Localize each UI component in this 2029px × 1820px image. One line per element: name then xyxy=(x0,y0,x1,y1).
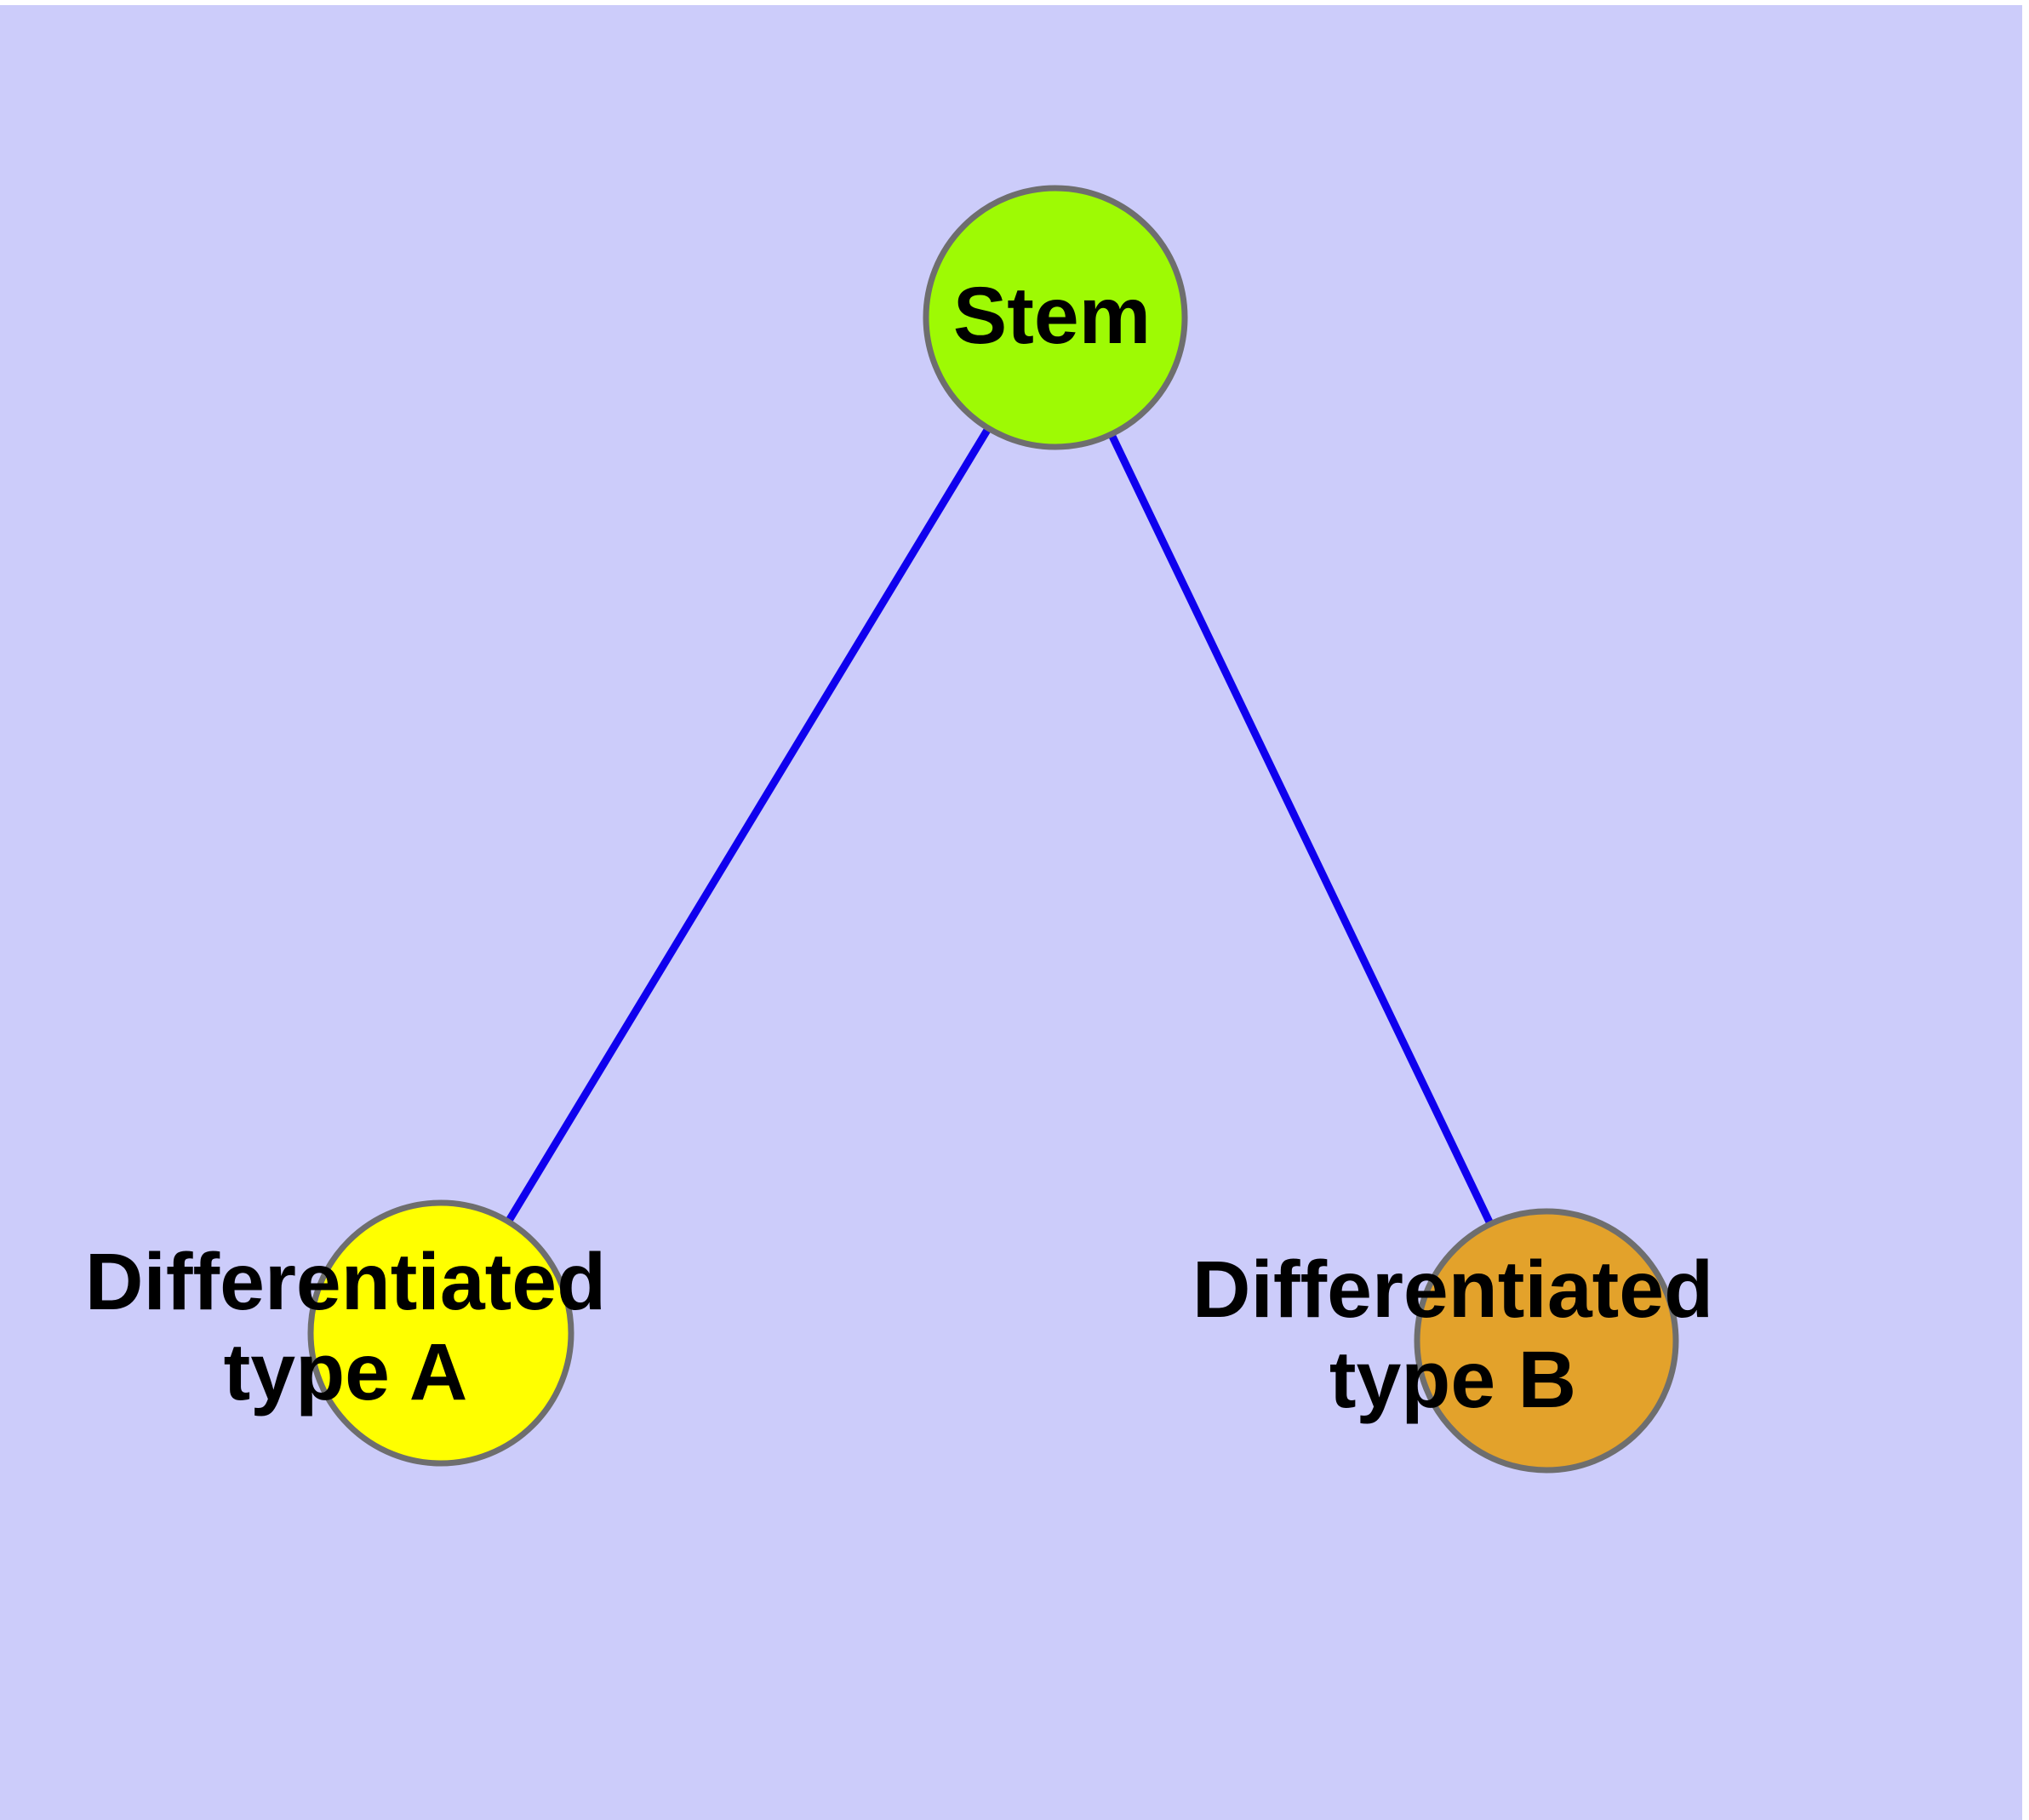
node-stem-label: Stem xyxy=(953,271,1151,361)
node-differentiated-type-b-circle[interactable] xyxy=(1414,1208,1679,1474)
edge-stem-to-diff-b[interactable] xyxy=(1051,316,1551,1342)
node-stem[interactable]: Stem xyxy=(923,185,1188,450)
edge-layer xyxy=(437,315,1551,1342)
edge-stem-to-diff-a[interactable] xyxy=(437,315,1059,1336)
node-stem-circle[interactable] xyxy=(923,185,1188,450)
node-differentiated-type-a-circle[interactable] xyxy=(307,1199,574,1467)
